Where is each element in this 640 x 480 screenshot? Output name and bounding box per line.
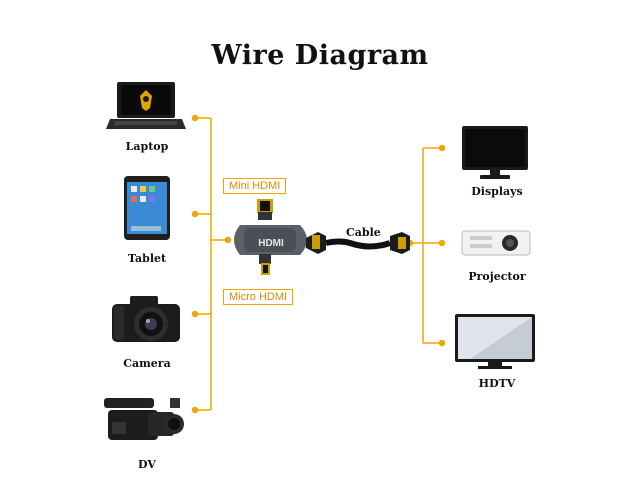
- diagram-title: Wire Diagram: [211, 40, 429, 71]
- hdmi-adapter-icon: [234, 199, 307, 275]
- tv-icon: [455, 314, 535, 369]
- cable-label: Cable: [346, 226, 381, 239]
- camera-icon: [112, 296, 180, 342]
- tablet-label: Tablet: [127, 252, 167, 265]
- hdtv-label: HDTV: [478, 377, 516, 390]
- adapter-body-text: HDMI: [258, 238, 284, 249]
- camera-label: Camera: [123, 357, 171, 370]
- laptop-icon: [106, 82, 186, 129]
- left-connector-lines: [191, 114, 232, 414]
- tablet-icon: [124, 176, 170, 240]
- mini-hdmi-tag: Mini HDMI: [223, 178, 287, 194]
- projector-icon: [461, 230, 531, 256]
- laptop-label: Laptop: [125, 140, 169, 153]
- monitor-icon: [462, 126, 528, 179]
- dv-label: DV: [138, 458, 156, 471]
- displays-label: Displays: [471, 185, 523, 198]
- micro-hdmi-tag: Micro HDMI: [223, 289, 294, 305]
- projector-label: Projector: [468, 270, 526, 283]
- right-connector-lines: [406, 144, 446, 347]
- hdmi-cable-icon: [306, 232, 410, 254]
- camcorder-icon: [104, 398, 184, 440]
